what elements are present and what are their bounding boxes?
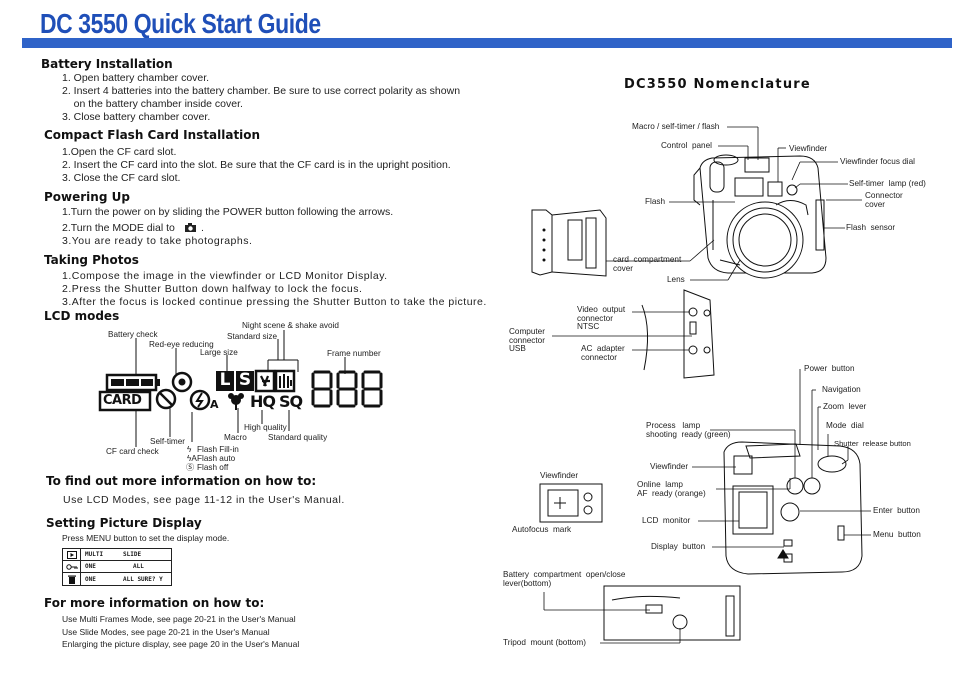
- power-step-1: 1.Turn the power on by sliding the POWER…: [62, 206, 394, 218]
- lcd-label-standard-quality: Standard quality: [268, 433, 328, 442]
- lcd-large-size-indicator: L: [219, 370, 231, 390]
- label-autofocus-mark: Autofocus mark: [512, 525, 572, 534]
- table-cell: MULTI: [85, 551, 104, 558]
- display-mode-table: MULTI SLIDE ONE ALL ONE ALL SURE? Y: [62, 548, 172, 586]
- label-navigation: Navigation: [822, 385, 861, 394]
- lcd-label-flash-off: Flash off: [197, 463, 229, 472]
- power-step-3: 3.You are ready to take photographs.: [62, 235, 253, 247]
- label-lcd-monitor: LCD monitor: [642, 516, 691, 525]
- battery-heading: Battery Installation: [41, 57, 173, 71]
- label-shutter-release: Shutter release button: [834, 439, 911, 448]
- lcd-label-red-eye: Red-eye reducing: [149, 340, 214, 349]
- nomenclature-heading: DC3550 Nomenclature: [624, 77, 811, 92]
- find-out-text: Use LCD Modes, see page 11-12 in the Use…: [63, 494, 345, 506]
- table-cell: ONE: [85, 563, 96, 570]
- trash-icon: [63, 573, 81, 585]
- table-row: MULTI SLIDE: [63, 548, 171, 561]
- table-cell: ALL SURE? Y: [123, 575, 163, 583]
- lcd-standard-quality-indicator: SQ: [279, 392, 303, 411]
- label-display-button: Display button: [651, 542, 706, 551]
- title-divider: [22, 38, 952, 48]
- lcd-label-large-size: Large size: [200, 348, 238, 357]
- label-connector-cover: Connector cover: [865, 191, 903, 209]
- label-self-timer-lamp: Self-timer lamp (red): [849, 179, 926, 188]
- flash-auto-icon: ϟA: [187, 454, 197, 463]
- label-battery-lever: Battery compartment open/close lever(bot…: [503, 570, 626, 588]
- lcd-heading: LCD modes: [44, 309, 120, 323]
- label-macro-self-flash: Macro / self-timer / flash: [632, 122, 720, 131]
- label-enter-button: Enter button: [873, 506, 920, 515]
- power-step-2-end: .: [201, 222, 204, 234]
- battery-step-2: 2. Insert 4 batteries into the battery c…: [62, 85, 461, 97]
- more-line-2: Use Slide Modes, see page 20-21 in the U…: [62, 627, 270, 637]
- photos-heading: Taking Photos: [44, 253, 139, 267]
- lcd-label-night-scene: Night scene & shake avoid: [242, 321, 339, 330]
- more-line-1: Use Multi Frames Mode, see page 20-21 in…: [62, 614, 296, 624]
- flash-off-icon: Ⓢ: [186, 463, 195, 472]
- label-viewfinder-focus-dial: Viewfinder focus dial: [840, 157, 915, 166]
- table-row: ONE ALL SURE? Y: [63, 573, 171, 585]
- label-ac-adapter: AC adapter connector: [581, 344, 625, 362]
- table-cell: ALL: [133, 563, 144, 570]
- cf-heading: Compact Flash Card Installation: [44, 128, 261, 142]
- label-online-lamp: Online lamp AF ready (orange): [637, 480, 706, 498]
- cf-step-1: 1.Open the CF card slot.: [62, 146, 177, 158]
- label-flash: Flash: [645, 197, 666, 206]
- label-control-panel: Control panel: [661, 141, 712, 150]
- flash-fill-icon: ϟ: [187, 445, 192, 454]
- lcd-standard-size-indicator: S: [238, 370, 252, 390]
- battery-step-3: 3. Close battery chamber cover.: [62, 111, 211, 123]
- lcd-label-high-quality: High quality: [244, 423, 287, 432]
- lcd-label-flash-auto: Flash auto: [197, 454, 236, 463]
- label-viewfinder-inset: Viewfinder: [540, 471, 579, 480]
- power-step-2: 2.Turn the MODE dial to: [62, 222, 175, 234]
- lcd-label-macro: Macro: [224, 433, 247, 442]
- label-card-compartment: card compartment cover: [613, 255, 682, 273]
- photos-step-2: 2.Press the Shutter Button down halfway …: [62, 283, 363, 295]
- label-flash-sensor: Flash sensor: [846, 223, 896, 232]
- lcd-label-self-timer: Self-timer: [150, 437, 186, 446]
- label-viewfinder-back: Viewfinder: [650, 462, 689, 471]
- label-process-lamp: Process lamp shooting ready (green): [646, 421, 731, 439]
- photos-step-3: 3.After the focus is locked continue pre…: [62, 296, 487, 308]
- power-heading: Powering Up: [44, 190, 130, 204]
- photos-step-1: 1.Compose the image in the viewfinder or…: [62, 270, 388, 282]
- cf-step-2: 2. Insert the CF card into the slot. Be …: [62, 159, 451, 171]
- find-out-heading: To find out more information on how to:: [46, 474, 317, 488]
- more-heading: For more information on how to:: [44, 596, 265, 610]
- key-icon: [63, 560, 81, 573]
- cf-step-3: 3. Close the CF card slot.: [62, 172, 181, 184]
- table-row: ONE ALL: [63, 560, 171, 573]
- lcd-high-quality-indicator: HQ: [250, 392, 276, 411]
- lcd-label-frame-number: Frame number: [327, 349, 381, 358]
- lcd-label-cf-card-check: CF card check: [106, 447, 159, 456]
- table-cell: ONE: [85, 575, 96, 583]
- camera-mode-icon: [184, 222, 197, 233]
- label-computer-connector: Computer connector USB: [509, 327, 545, 353]
- lcd-card-indicator: CARD: [103, 393, 142, 408]
- label-menu-button: Menu button: [873, 530, 921, 539]
- lcd-label-battery-check: Battery check: [108, 330, 158, 339]
- table-cell: SLIDE: [123, 551, 142, 558]
- label-tripod-mount: Tripod mount (bottom): [503, 638, 586, 647]
- label-power-button: Power button: [804, 364, 855, 373]
- page-title: DC 3550 Quick Start Guide: [40, 8, 321, 39]
- label-mode-dial: Mode dial: [826, 421, 864, 430]
- label-zoom-lever: Zoom lever: [823, 402, 867, 411]
- battery-step-1: 1. Open battery chamber cover.: [62, 72, 210, 84]
- lcd-label-flash-fill: Flash Fill-in: [197, 445, 239, 454]
- more-line-3: Enlarging the picture display, see page …: [62, 639, 300, 649]
- lcd-label-standard-size: Standard size: [227, 332, 278, 341]
- label-lens: Lens: [667, 275, 685, 284]
- label-video-output: Video output connector NTSC: [577, 305, 626, 331]
- lcd-flash-auto-letter: A: [210, 398, 219, 411]
- battery-step-2-cont: on the battery chamber inside cover.: [62, 98, 243, 110]
- setting-heading: Setting Picture Display: [46, 516, 202, 530]
- play-icon: [63, 548, 81, 561]
- label-viewfinder-front: Viewfinder: [789, 144, 828, 153]
- setting-text: Press MENU button to set the display mod…: [62, 533, 230, 543]
